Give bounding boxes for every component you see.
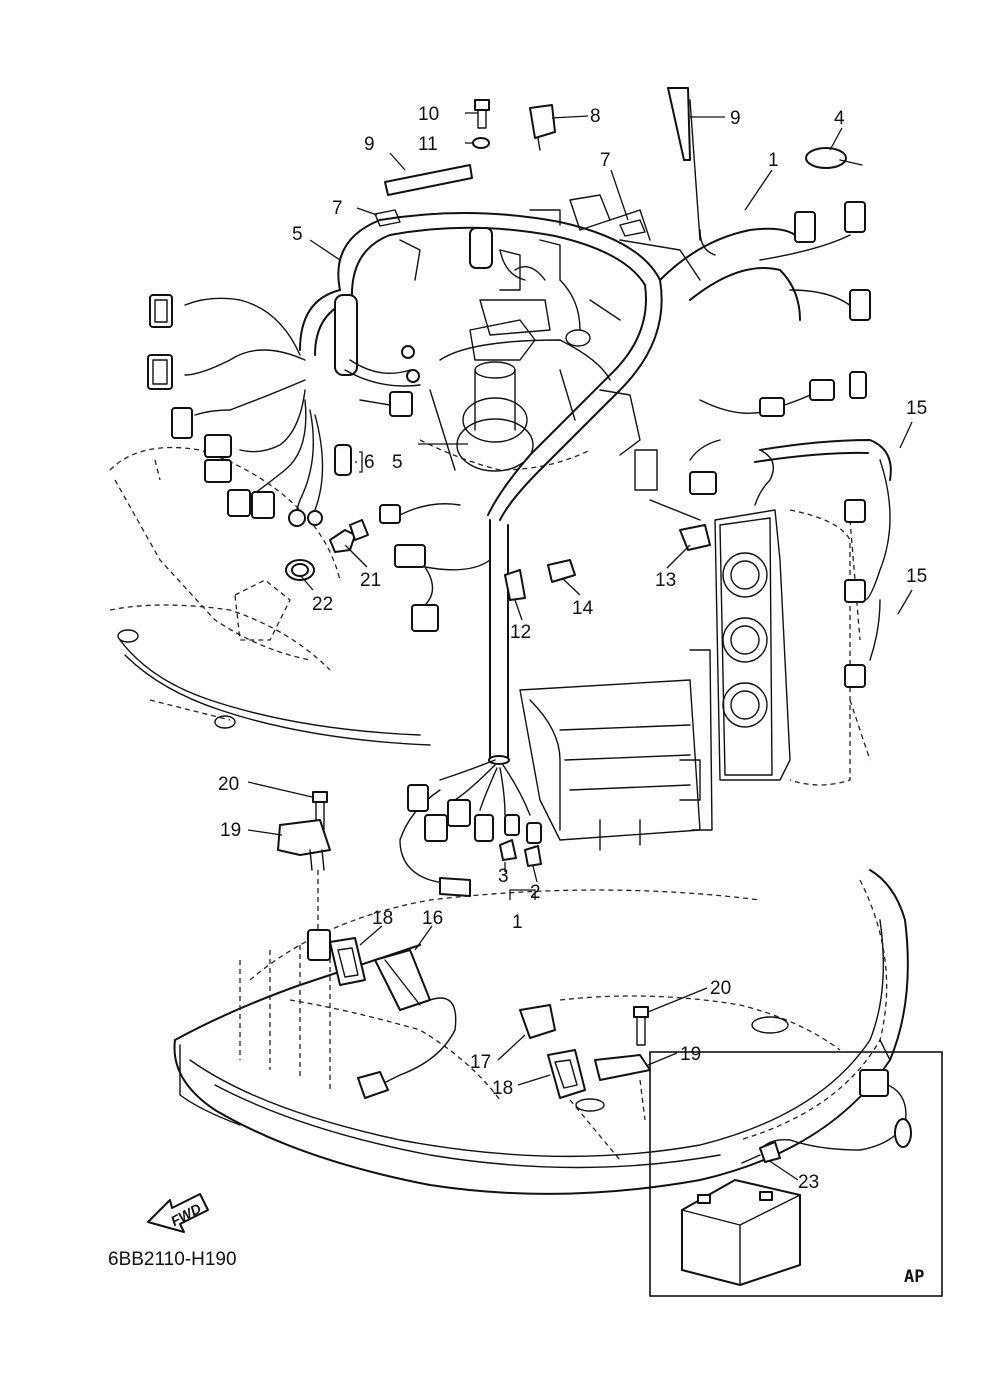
callout-21: 21 xyxy=(360,570,381,591)
engine-block xyxy=(519,509,871,851)
callout-23: 23 xyxy=(798,1172,819,1193)
callout-13: 13 xyxy=(655,570,676,591)
callout-1-top: 1 xyxy=(768,150,779,171)
callout-14: 14 xyxy=(572,598,594,619)
bottom-cowling xyxy=(173,869,909,1195)
callout-5-bracket: 5 xyxy=(392,452,403,473)
harness-brackets xyxy=(374,87,716,256)
callout-18-bottom: 18 xyxy=(492,1078,513,1099)
callout-15-bottom: 15 xyxy=(906,566,927,587)
callout-9-left: 9 xyxy=(364,134,375,155)
callout-15-top: 15 xyxy=(906,398,927,419)
callout-10: 10 xyxy=(418,104,439,125)
callout-16: 16 xyxy=(422,908,443,929)
callout-3: 3 xyxy=(498,866,509,887)
callout-20-right: 20 xyxy=(710,978,731,999)
fwd-arrow: FWD xyxy=(147,1193,209,1233)
lower-parts xyxy=(277,791,651,1161)
inset-frame xyxy=(649,1051,943,1297)
callout-20-left: 20 xyxy=(218,774,239,795)
engine-top-center xyxy=(419,249,621,472)
left-harness-branches xyxy=(147,294,421,527)
callout-11: 11 xyxy=(418,134,438,155)
callout-numbers: 10 8 9 11 9 4 7 7 1 5 6 5 15 15 21 22 12… xyxy=(218,104,927,1193)
callout-22: 22 xyxy=(312,594,333,615)
right-harness-branches xyxy=(599,201,892,688)
callout-4: 4 xyxy=(834,108,845,129)
callout-12: 12 xyxy=(510,622,531,643)
callout-19-right: 19 xyxy=(680,1044,701,1065)
callout-8: 8 xyxy=(590,106,601,127)
leader-lines xyxy=(247,112,913,1181)
callout-7-left: 7 xyxy=(332,198,343,219)
callout-2: 2 xyxy=(530,882,541,903)
callout-18-top: 18 xyxy=(372,908,393,929)
callout-9-right: 9 xyxy=(730,108,741,129)
callout-19-left: 19 xyxy=(220,820,241,841)
callout-7-right: 7 xyxy=(600,150,611,171)
callout-6: 6 xyxy=(364,452,375,473)
mounting-bracket-left xyxy=(109,446,431,746)
callout-17: 17 xyxy=(470,1052,491,1073)
diagram-code: 6BB2110-H190 xyxy=(108,1249,237,1270)
callout-1-bottom: 1 xyxy=(512,912,523,933)
callout-5-top: 5 xyxy=(292,224,303,245)
wiring-harness-loop xyxy=(299,194,701,765)
loose-parts xyxy=(285,99,863,897)
inset-label: AP xyxy=(904,1267,924,1287)
accessory-inset: AP xyxy=(649,1051,943,1297)
